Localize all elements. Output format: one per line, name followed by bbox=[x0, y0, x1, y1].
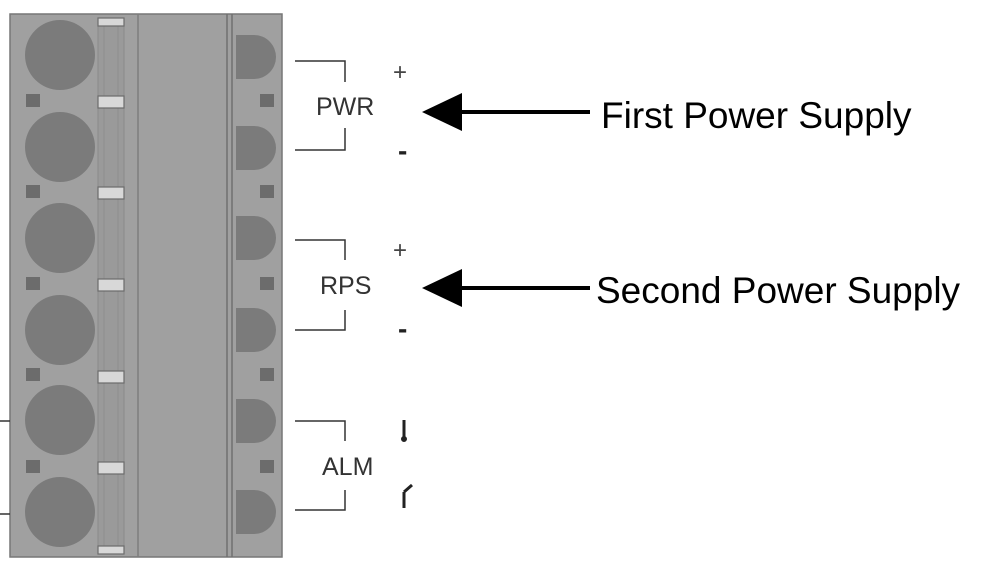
alm-group: ALM bbox=[295, 420, 413, 511]
clamp-icon bbox=[236, 126, 276, 170]
pwr-plus-sign: + bbox=[393, 59, 407, 86]
pwr-label: PWR bbox=[316, 93, 374, 121]
rps-group: RPS + - bbox=[295, 237, 407, 344]
pwr-minus-sign: - bbox=[398, 135, 407, 166]
screw-terminals bbox=[25, 20, 95, 547]
alm-label: ALM bbox=[322, 453, 373, 481]
rps-minus-sign: - bbox=[398, 313, 407, 344]
terminal-block-body bbox=[9, 13, 283, 558]
rps-bracket bbox=[295, 239, 346, 260]
terminal-block bbox=[0, 13, 283, 558]
arrow-left-icon bbox=[422, 93, 462, 131]
rps-label: RPS bbox=[320, 272, 371, 300]
first-power-supply-label: First Power Supply bbox=[601, 95, 912, 136]
screw-icon bbox=[25, 20, 95, 90]
screw-icon bbox=[25, 112, 95, 182]
first-supply-callout: First Power Supply bbox=[422, 93, 912, 136]
relay-contact-icon bbox=[401, 420, 413, 508]
screw-icon bbox=[25, 203, 95, 273]
alm-bracket bbox=[295, 420, 346, 441]
screw-icon bbox=[25, 385, 95, 455]
wire-clamps bbox=[236, 35, 276, 534]
clamp-icon bbox=[236, 308, 276, 352]
screw-icon bbox=[25, 477, 95, 547]
clamp-icon bbox=[236, 35, 276, 79]
clamp-icon bbox=[236, 216, 276, 260]
rps-plus-sign: + bbox=[393, 237, 407, 264]
screw-icon bbox=[25, 295, 95, 365]
clamp-icon bbox=[236, 399, 276, 443]
pwr-group: PWR + - bbox=[295, 59, 407, 166]
arrow-left-icon bbox=[422, 269, 462, 307]
clamp-icon bbox=[236, 490, 276, 534]
second-supply-callout: Second Power Supply bbox=[422, 269, 961, 311]
pwr-bracket bbox=[295, 60, 346, 82]
second-power-supply-label: Second Power Supply bbox=[596, 270, 961, 311]
